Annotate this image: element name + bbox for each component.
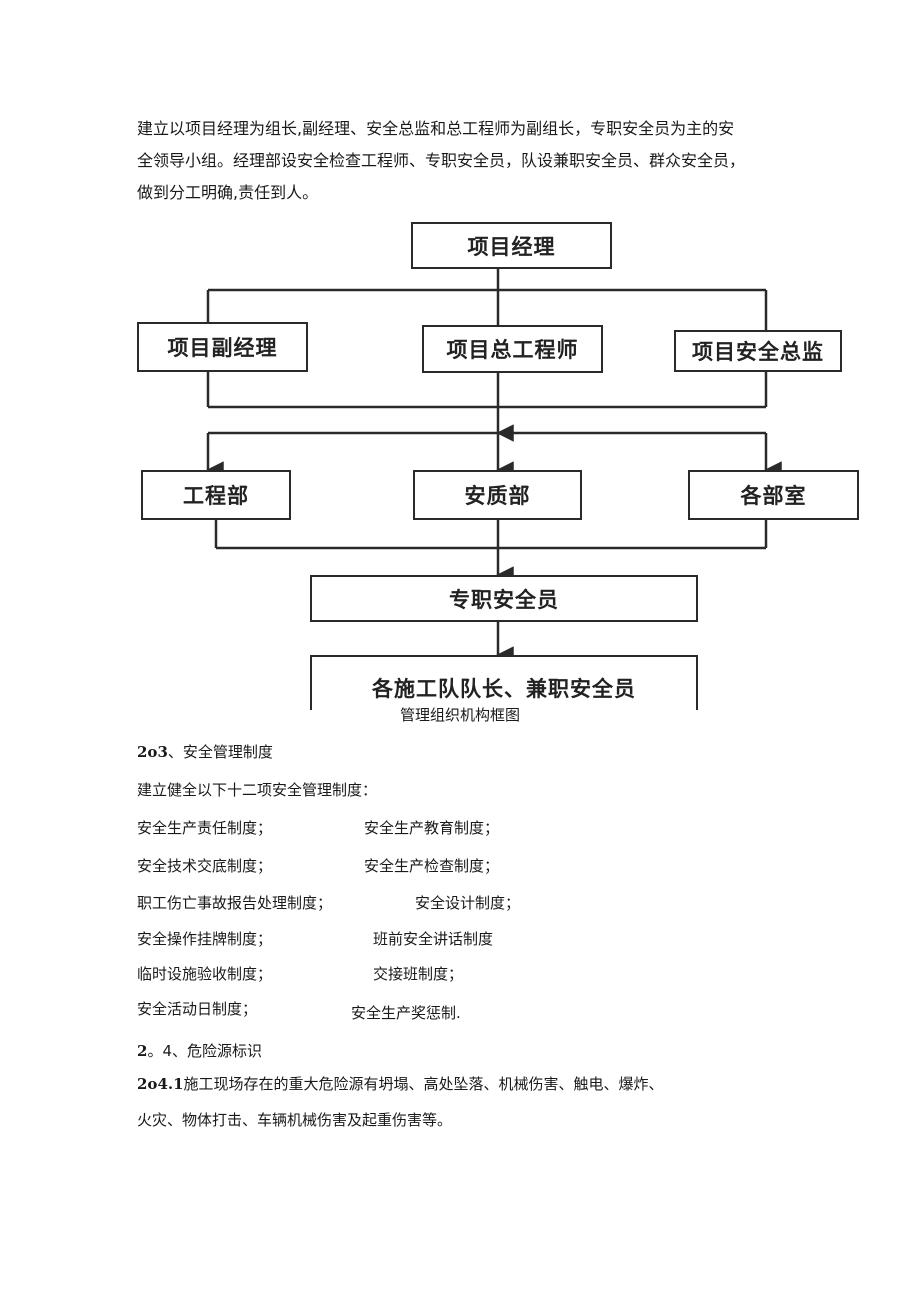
regulation-item: 班前安全讲话制度 (373, 930, 494, 948)
org-box-chief-engineer: 项目总工程师 (422, 325, 603, 373)
section-number: 2o3 (137, 743, 168, 761)
org-box-project-manager: 项目经理 (411, 222, 612, 269)
section-2-3-heading: 2o3、安全管理制度 (137, 741, 273, 762)
section-title: 、安全管理制度 (167, 743, 273, 761)
section-2-4-1-line: 2o4.1施工现场存在的重大危险源有坍塌、高处坠落、机械伤害、触电、爆炸、 (137, 1073, 664, 1094)
intro-line: 建立以项目经理为组长,副经理、安全总监和总工程师为副组长，专职安全员为主的安 (137, 119, 735, 138)
section-2-4-1-line: 火灾、物体打击、车辆机械伤害及起重伤害等。 (137, 1111, 453, 1129)
regulation-item: 交接班制度； (373, 965, 464, 983)
regulation-item: 安全操作挂牌制度； (137, 930, 273, 948)
section-title: 。4、危险源标识 (147, 1042, 262, 1060)
regulation-item: 安全生产奖惩制. (351, 1004, 461, 1022)
intro-paragraph: 建立以项目经理为组长,副经理、安全总监和总工程师为副组长，专职安全员为主的安 全… (137, 113, 787, 209)
intro-line: 全领导小组。经理部设安全检查工程师、专职安全员，队设兼职安全员、群众安全员， (137, 151, 746, 170)
section-text: 施工现场存在的重大危险源有坍塌、高处坠落、机械伤害、触电、爆炸、 (183, 1075, 664, 1093)
regulation-item: 安全技术交底制度； (137, 857, 273, 875)
regulation-item: 临时设施验收制度； (137, 965, 273, 983)
regulation-item: 安全生产教育制度； (364, 819, 500, 837)
org-box-deputy-manager: 项目副经理 (137, 322, 308, 372)
chart-caption: 管理组织机构框图 (399, 706, 520, 724)
section-2-3-intro: 建立健全以下十二项安全管理制度： (137, 781, 378, 799)
section-number: 2o4.1 (137, 1075, 184, 1093)
regulation-item: 安全设计制度； (415, 894, 521, 912)
section-2-4-heading: 2。4、危险源标识 (137, 1040, 262, 1061)
org-box-safety-director: 项目安全总监 (674, 330, 842, 372)
org-box-offices: 各部室 (688, 470, 859, 520)
regulation-item: 职工伤亡事故报告处理制度； (137, 894, 333, 912)
regulation-item: 安全活动日制度； (137, 1000, 258, 1018)
org-box-team-leaders: 各施工队队长、兼职安全员 (310, 655, 698, 710)
org-box-engineering-dept: 工程部 (141, 470, 291, 520)
org-box-quality-dept: 安质部 (413, 470, 582, 520)
org-box-safety-officer: 专职安全员 (310, 575, 698, 622)
intro-line: 做到分工明确,责任到人。 (137, 183, 319, 202)
section-number: 2 (137, 1042, 148, 1060)
regulation-item: 安全生产检查制度； (364, 857, 500, 875)
regulation-item: 安全生产责任制度； (137, 819, 273, 837)
